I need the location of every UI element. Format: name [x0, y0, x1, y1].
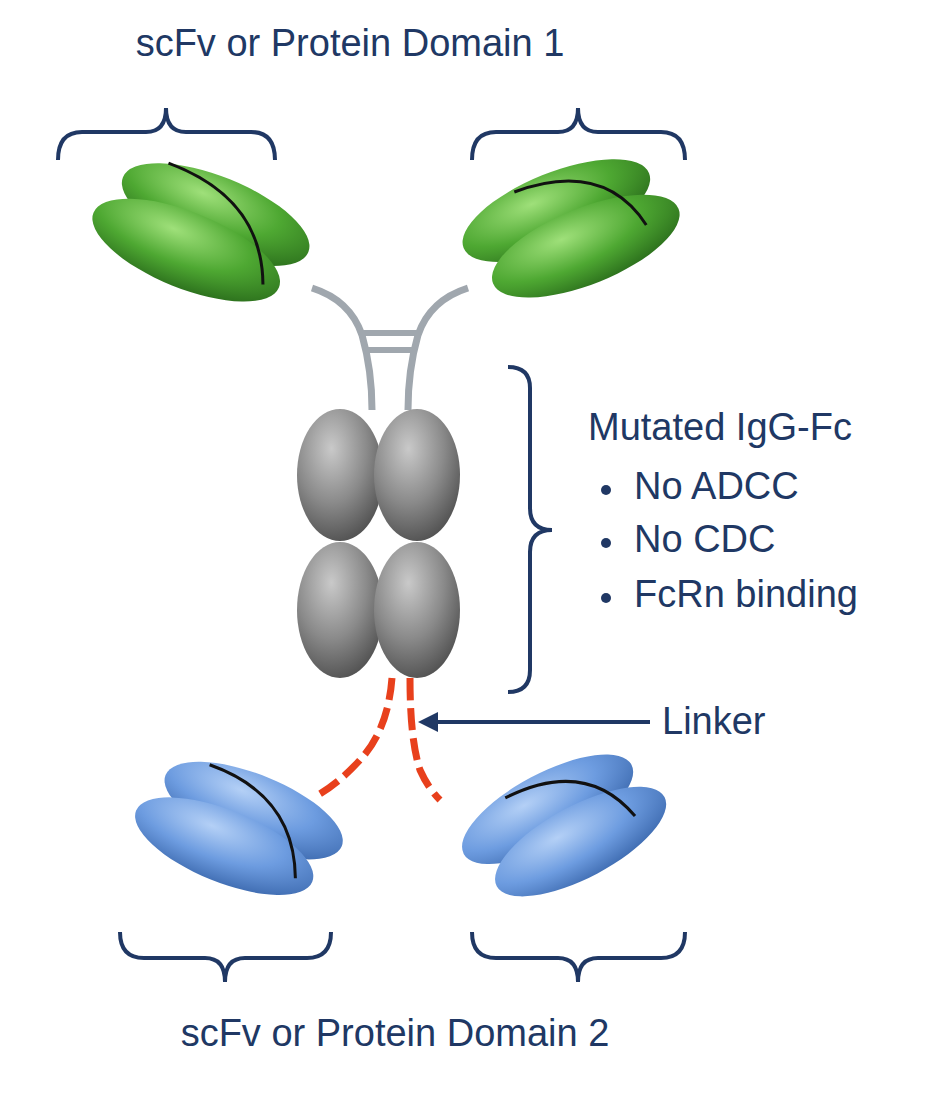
property-item: No ADCC: [634, 465, 799, 509]
linker: [410, 678, 440, 800]
disulfide-bond: [366, 347, 414, 353]
hinge-chain: [312, 288, 372, 410]
bracket: [120, 932, 331, 982]
domain-2-left: [123, 736, 356, 920]
bullet: [601, 485, 611, 495]
domain-2-right: [447, 726, 682, 924]
bracket: [472, 932, 685, 982]
domain-1-right: [449, 133, 692, 324]
bullet: [601, 593, 611, 603]
bracket: [508, 367, 552, 692]
domain-1-left: [79, 137, 322, 328]
property-item: No CDC: [634, 518, 775, 562]
domain-label: scFv or Protein Domain 2: [181, 1012, 610, 1056]
domain-label: scFv or Protein Domain 1: [136, 22, 565, 66]
disulfide-bond: [362, 330, 418, 336]
linker: [318, 678, 392, 795]
bullet: [601, 538, 611, 548]
fc-domains: [297, 409, 460, 678]
fc-label: Mutated IgG-Fc: [588, 406, 852, 450]
bracket: [58, 108, 275, 160]
linker-label: Linker: [662, 700, 766, 744]
property-item: FcRn binding: [634, 573, 858, 617]
hinge-chain: [408, 288, 468, 410]
leader-arrow: [434, 720, 650, 724]
bracket: [472, 108, 685, 160]
